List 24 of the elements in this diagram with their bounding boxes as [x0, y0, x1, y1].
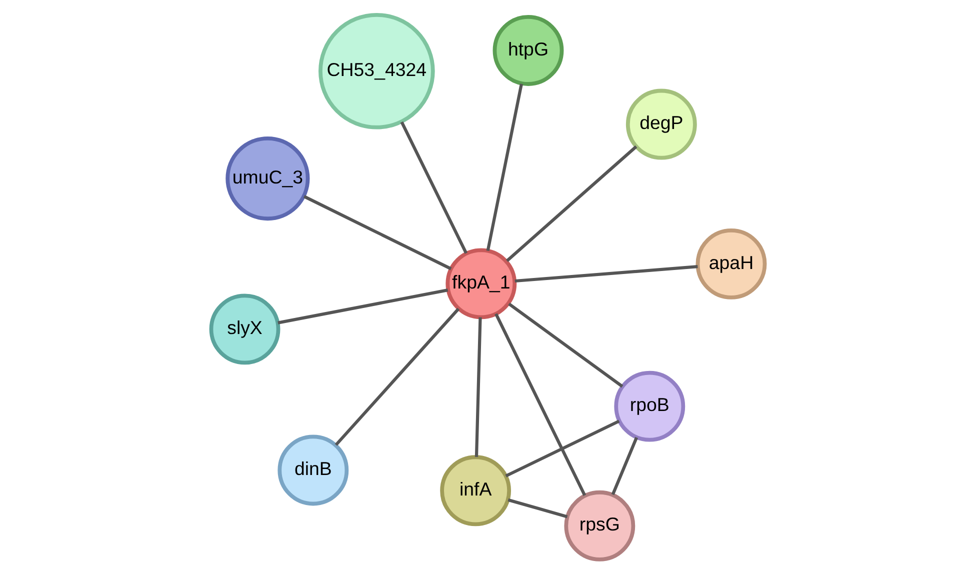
- connector: [400, 121, 468, 254]
- node-circle: CH53_4324: [318, 12, 434, 130]
- connector: [277, 288, 448, 324]
- node-circle: htpG: [492, 15, 564, 86]
- node-circle: fkpA_1: [445, 248, 516, 320]
- node-circle: rpsG: [564, 490, 635, 562]
- node-circle: umuC_3: [225, 136, 310, 221]
- node-circle: apaH: [695, 228, 766, 300]
- connector: [334, 308, 460, 446]
- connector: [504, 420, 620, 478]
- node-circle: dinB: [277, 434, 348, 506]
- connector: [507, 498, 568, 518]
- connector: [505, 145, 637, 262]
- connector: [494, 313, 586, 496]
- node-circle: rpoB: [614, 370, 685, 442]
- connector: [514, 265, 698, 283]
- connector: [486, 84, 522, 252]
- node-circle: degP: [625, 88, 696, 160]
- connector: [508, 302, 623, 388]
- connector: [474, 317, 482, 457]
- connector: [302, 195, 452, 270]
- connector: [610, 436, 638, 496]
- node-circle: infA: [440, 455, 511, 526]
- node-circle: slyX: [208, 294, 280, 365]
